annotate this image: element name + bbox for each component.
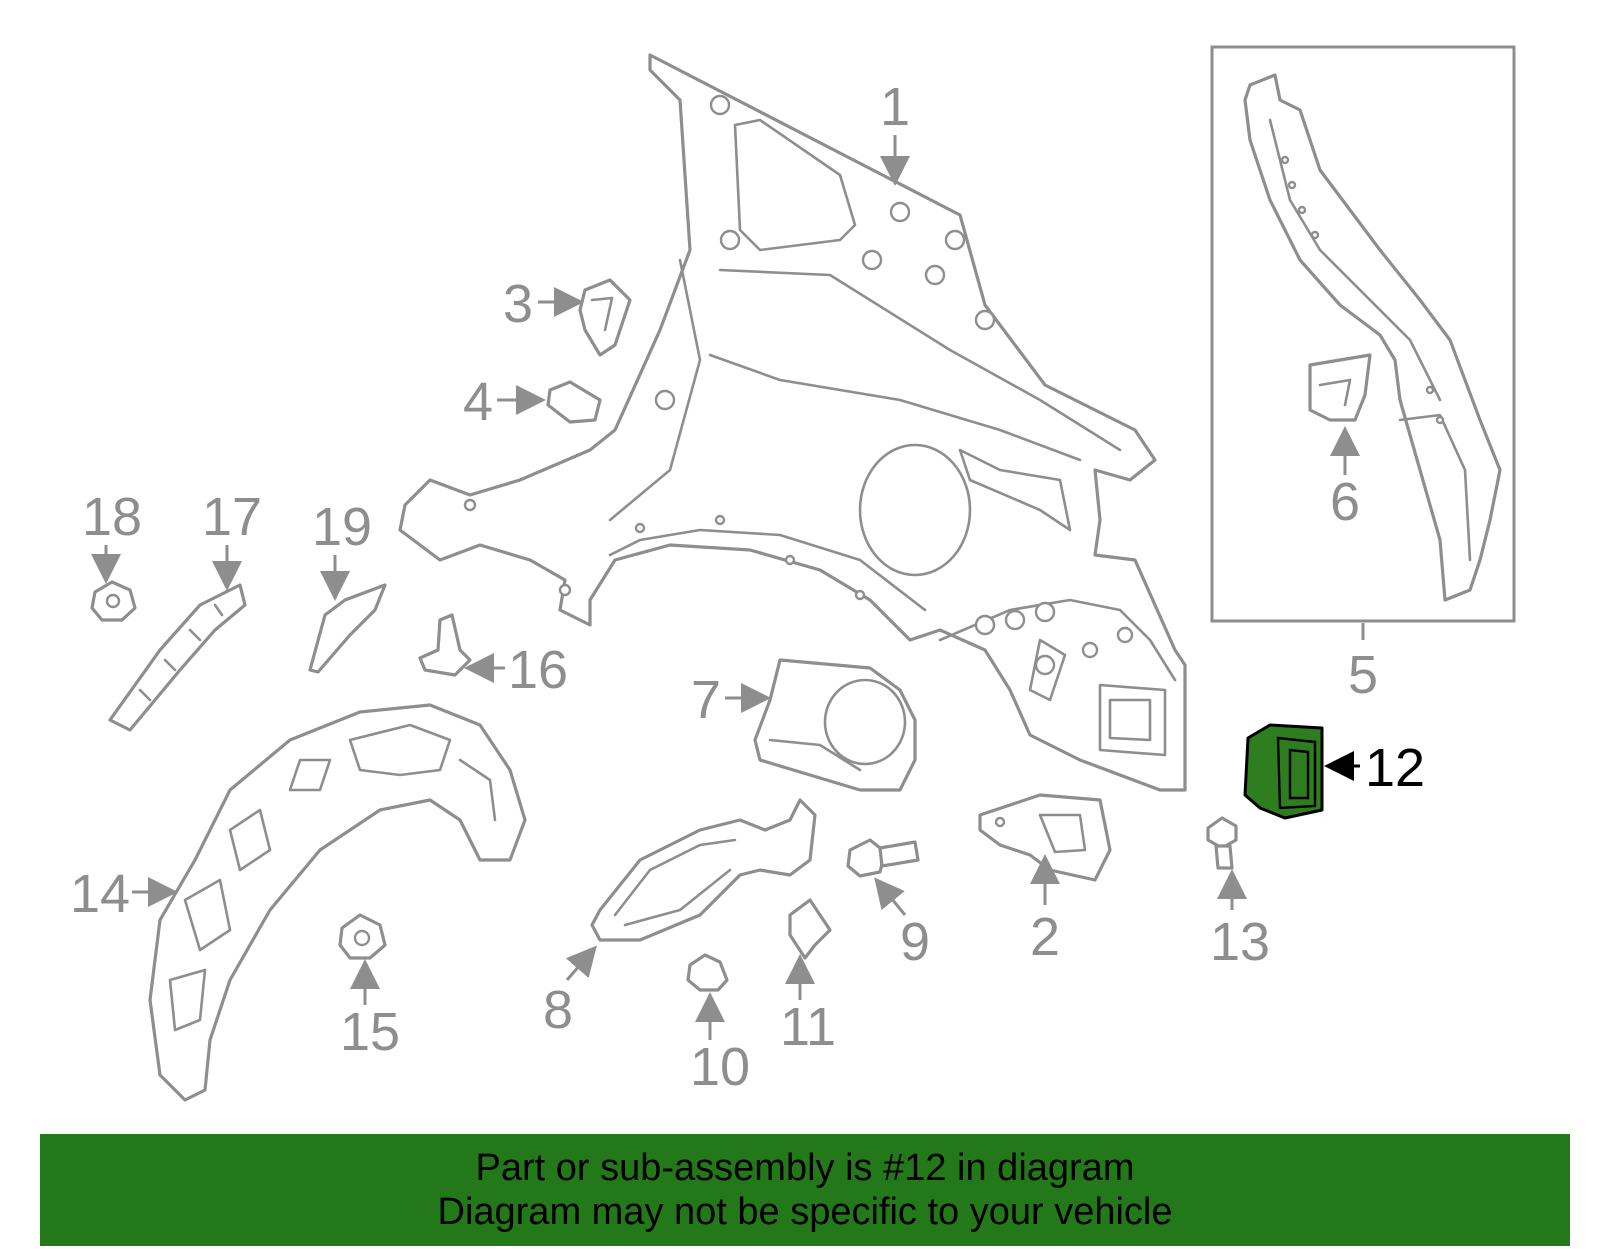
callout-4: 4 — [463, 372, 493, 432]
callout-1: 1 — [880, 77, 910, 137]
part-7-filler-housing — [753, 658, 917, 792]
part-19-bracket — [308, 583, 387, 674]
part-6-bracket — [1308, 353, 1372, 422]
leader-9 — [874, 877, 907, 916]
callout-14: 14 — [70, 864, 130, 924]
callout-13: 13 — [1210, 912, 1270, 972]
part-17-bracket — [108, 583, 247, 732]
callout-8: 8 — [543, 980, 573, 1040]
banner-line-disclaimer: Diagram may not be specific to your vehi… — [437, 1191, 1173, 1233]
part-11-pad — [788, 898, 832, 960]
callout-17: 17 — [202, 487, 262, 547]
callout-10: 10 — [690, 1037, 750, 1097]
part-16-pin — [418, 613, 472, 677]
callout-3: 3 — [503, 274, 533, 334]
part-2-bracket — [978, 793, 1112, 882]
callout-7: 7 — [691, 670, 721, 730]
callout-6: 6 — [1330, 472, 1360, 532]
part-5-inset-box — [1210, 45, 1516, 623]
part-10-clip — [686, 953, 729, 992]
part-12-highlighted — [1243, 723, 1324, 820]
part-8-fuel-door — [590, 798, 817, 942]
callout-9: 9 — [900, 912, 930, 972]
leader-8 — [565, 945, 597, 981]
part-3-clip — [578, 278, 632, 357]
callout-2: 2 — [1030, 907, 1060, 967]
part-1-quarter-panel — [398, 53, 1187, 792]
callout-11: 11 — [780, 997, 836, 1057]
callout-18: 18 — [82, 487, 142, 547]
callout-19: 19 — [312, 497, 372, 557]
callout-15: 15 — [340, 1002, 400, 1062]
callout-5: 5 — [1348, 645, 1378, 705]
part-14-wheelhouse-liner — [148, 703, 527, 1102]
callout-16: 16 — [508, 640, 568, 700]
part-4-plug — [546, 380, 602, 424]
info-banner: Part or sub-assembly is #12 in diagram D… — [40, 1134, 1570, 1246]
part-15-nut — [338, 913, 387, 960]
banner-line-part: Part or sub-assembly is #12 in diagram — [475, 1147, 1135, 1189]
callout-12: 12 — [1365, 738, 1425, 798]
part-9-bolt — [846, 838, 920, 878]
part-13-bolt — [1206, 816, 1238, 870]
part-18-nut — [90, 580, 137, 622]
